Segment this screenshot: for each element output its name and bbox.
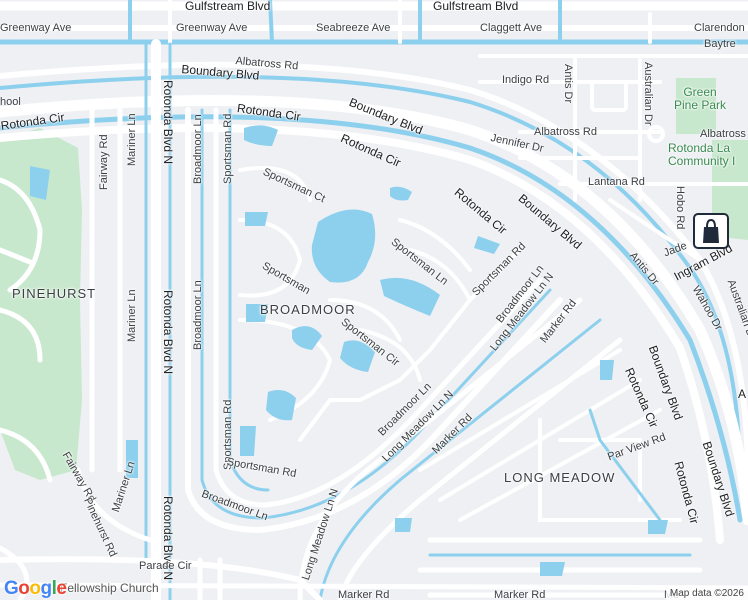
lake-10 [246, 304, 268, 322]
road-label-mariner-mid: Mariner Ln [126, 289, 138, 342]
lake-5 [244, 125, 278, 146]
lake-13 [540, 562, 565, 576]
area-label-broadmoor: BROADMOOR [260, 302, 356, 317]
poi-green-pine-park[interactable]: Green Pine Park [674, 85, 727, 112]
road-label-lantana: Lantana Rd [588, 176, 645, 188]
pinehurst-golf-course [0, 128, 82, 480]
lake-12 [126, 440, 138, 478]
road-label-broadmoor-ln-top: Broadmoor Ln [192, 114, 204, 184]
lake-3 [340, 340, 375, 372]
google-logo: Google [4, 578, 67, 599]
road-label-baytre: Baytre [704, 38, 736, 50]
road-label-greenway: Greenway Ave [0, 22, 72, 34]
road-label-rotonda-blvd-n-top: Rotonda Blvd N [161, 80, 175, 165]
lake-15 [30, 166, 50, 200]
shopping-bag-marker[interactable] [692, 212, 730, 250]
road-label-marker-rd-4: Marker Rd [494, 589, 546, 600]
lake-17 [395, 518, 412, 532]
road-label-albatross-e: Albatross Rd [534, 126, 597, 138]
road-label-school: hool [0, 96, 21, 108]
map-attribution: Map data ©2026 [665, 587, 748, 600]
poi-rotonda-lakes[interactable]: Rotonda La Community I [668, 141, 736, 168]
area-label-long-meadow: LONG MEADOW [504, 470, 616, 485]
road-label-marker-rd-3: Marker Rd [338, 589, 390, 600]
road-label-antis-1: Antis Dr [562, 64, 574, 104]
road-label-rotonda-blvd-n-mid: Rotonda Blvd N [161, 290, 175, 375]
poi-fellowship-church[interactable]: Fellowship Church [60, 581, 159, 595]
lake-14 [648, 520, 668, 534]
road-label-mariner-top: Mariner Ln [126, 113, 138, 166]
green-pine-park-area [676, 78, 716, 134]
road-label-sportsman-rd-top: Sportsman Rd [222, 113, 234, 184]
road-label-a: A [738, 387, 747, 401]
area-label-pinehurst: PINEHURST [12, 286, 97, 301]
road-label-hobo: Hobo Rd [674, 186, 686, 230]
lake-11 [240, 426, 256, 456]
shopping-bag-icon [693, 213, 729, 249]
road-label-albatross-far: Albatross [700, 128, 746, 140]
road-label-australian-1: Australian Dr [642, 62, 654, 126]
road-label-seabreeze: Seabreeze Ave [316, 22, 391, 34]
road-label-parade-cir: Parade Cir [139, 560, 192, 572]
road-label-broadmoor-ln-mid: Broadmoor Ln [192, 280, 204, 350]
lake-4 [266, 390, 296, 421]
road-label-indigo: Indigo Rd [502, 74, 550, 86]
lake-7 [390, 186, 412, 201]
lake-9 [292, 326, 322, 350]
road-label-clarendon: Clarendon [694, 22, 745, 34]
lake-16 [600, 360, 614, 380]
lake-6 [245, 212, 268, 226]
broadmoor-main-lake [311, 209, 376, 283]
road-label-greenway-2: Greenway Ave [176, 22, 248, 34]
road-label-gulfstream: Gulfstream Blvd [185, 0, 271, 13]
lake-8 [474, 236, 500, 254]
road-label-claggett: Claggett Ave [480, 22, 543, 34]
road-label-gulfstream-2: Gulfstream Blvd [433, 0, 519, 13]
road-label-fairway-top: Fairway Rd [98, 134, 110, 190]
lake-2 [380, 277, 440, 316]
